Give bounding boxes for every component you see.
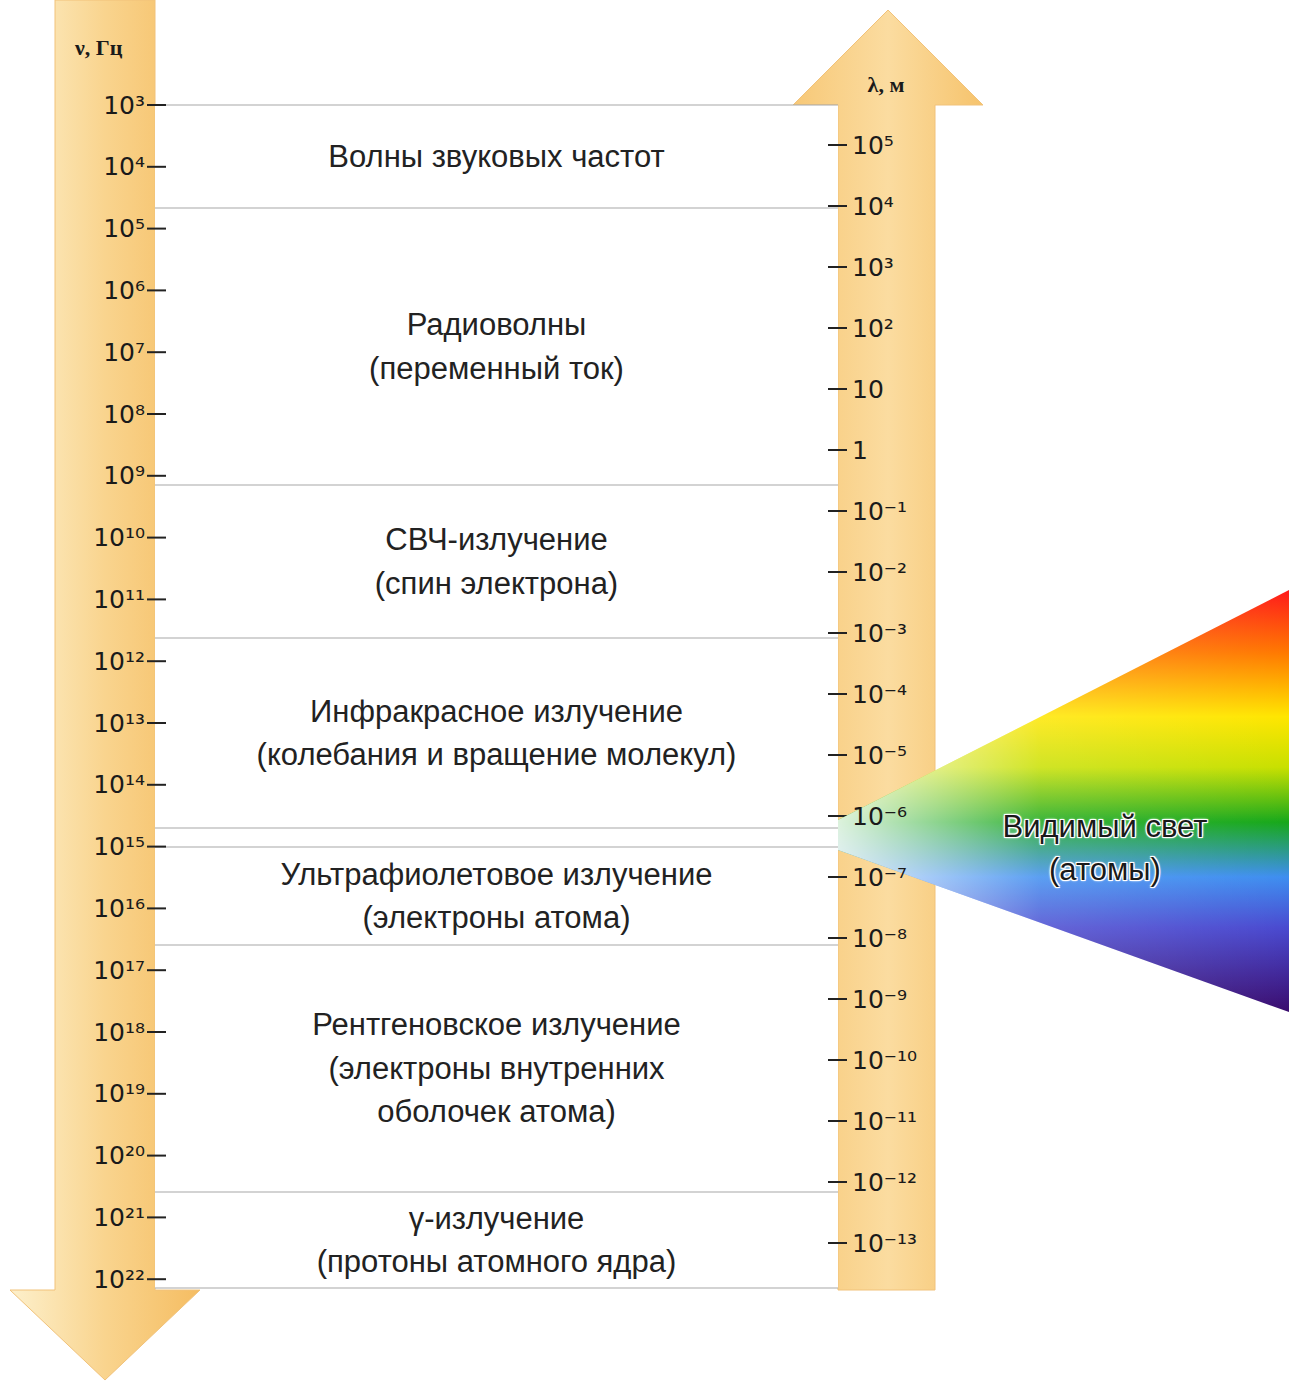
wavelength-tick-label: 10⁻⁶ [852, 802, 907, 831]
ultraviolet-band: Ультрафиолетовое излучение(электроны ато… [155, 847, 838, 945]
frequency-tick-label: 10⁹ [103, 461, 145, 490]
band-table [155, 105, 838, 1288]
band-name: Ультрафиолетовое излучение [281, 853, 713, 896]
infrared-band: Инфракрасное излучение(колебания и враще… [155, 638, 838, 828]
band-source: (электроны атома) [281, 896, 713, 939]
band-name: Рентгеновское излучение [267, 1003, 727, 1046]
wavelength-tick-label: 10⁴ [852, 192, 894, 221]
sound-band: Волны звуковых частот [155, 105, 838, 208]
wavelength-tick-label: 10⁻¹⁰ [852, 1046, 917, 1075]
band-name: Инфракрасное излучение [257, 690, 737, 733]
wavelength-axis-title: λ, м [868, 72, 905, 98]
wavelength-tick-label: 10 [852, 375, 884, 404]
tick-marks [147, 105, 847, 1279]
frequency-tick-label: 10³ [103, 91, 145, 120]
wavelength-tick-label: 10⁻⁹ [852, 985, 907, 1014]
frequency-axis-title: ν, Гц [75, 35, 123, 61]
wavelength-tick-label: 1 [852, 436, 868, 465]
band-source: (спин электрона) [375, 562, 618, 605]
band-name: γ-излучение [317, 1197, 677, 1240]
frequency-tick-label: 10¹¹ [93, 585, 145, 614]
radio-band: Радиоволны(переменный ток) [155, 208, 838, 485]
frequency-tick-label: 10¹⁷ [93, 956, 145, 985]
band-source: (переменный ток) [369, 347, 624, 390]
wavelength-tick-label: 10⁻⁴ [852, 680, 907, 709]
wavelength-tick-label: 10⁵ [852, 131, 894, 160]
frequency-tick-label: 10¹⁵ [93, 832, 145, 861]
frequency-tick-label: 10¹⁰ [93, 523, 145, 552]
frequency-tick-label: 10¹⁹ [93, 1079, 145, 1108]
wavelength-tick-label: 10⁻² [852, 558, 907, 587]
wavelength-tick-label: 10⁻¹² [852, 1168, 917, 1197]
band-name: СВЧ-излучение [375, 518, 618, 561]
frequency-tick-label: 10¹⁴ [93, 770, 145, 799]
band-source: (протоны атомного ядра) [317, 1240, 677, 1283]
frequency-tick-label: 10¹³ [93, 709, 145, 738]
band-name: Видимый свет [955, 805, 1255, 848]
band-source: (колебания и вращение молекул) [257, 733, 737, 776]
wavelength-tick-label: 10⁻⁸ [852, 924, 907, 953]
wavelength-tick-label: 10³ [852, 253, 894, 282]
frequency-tick-label: 10²¹ [93, 1203, 145, 1232]
frequency-tick-label: 10¹⁶ [93, 894, 145, 923]
frequency-tick-label: 10¹⁸ [93, 1018, 145, 1047]
frequency-tick-label: 10²⁰ [93, 1141, 145, 1170]
gamma-band: γ-излучение(протоны атомного ядра) [155, 1192, 838, 1288]
wavelength-tick-label: 10⁻¹¹ [852, 1107, 917, 1136]
band-name: Радиоволны [369, 303, 624, 346]
frequency-tick-label: 10⁶ [103, 276, 145, 305]
band-name: Волны звуковых частот [328, 135, 664, 178]
frequency-tick-label: 10⁷ [103, 338, 145, 367]
wavelength-tick-label: 10⁻¹ [852, 497, 907, 526]
wavelength-tick-label: 10⁻¹³ [852, 1229, 917, 1258]
frequency-tick-label: 10⁸ [103, 400, 145, 429]
wavelength-tick-label: 10⁻³ [852, 619, 907, 648]
microwave-band: СВЧ-излучение(спин электрона) [155, 485, 838, 638]
band-source: (атомы) [955, 848, 1255, 891]
band-dividers [155, 105, 838, 1288]
frequency-tick-label: 10⁵ [103, 214, 145, 243]
band-source: (электроны внутренних оболочек атома) [267, 1047, 727, 1134]
xray-band: Рентгеновское излучение(электроны внутре… [155, 945, 838, 1192]
frequency-tick-label: 10²² [93, 1265, 145, 1294]
wavelength-tick-label: 10⁻⁷ [852, 863, 907, 892]
wavelength-tick-label: 10² [852, 314, 894, 343]
frequency-tick-label: 10¹² [93, 647, 145, 676]
frequency-tick-label: 10⁴ [103, 152, 145, 181]
wavelength-tick-label: 10⁻⁵ [852, 741, 907, 770]
